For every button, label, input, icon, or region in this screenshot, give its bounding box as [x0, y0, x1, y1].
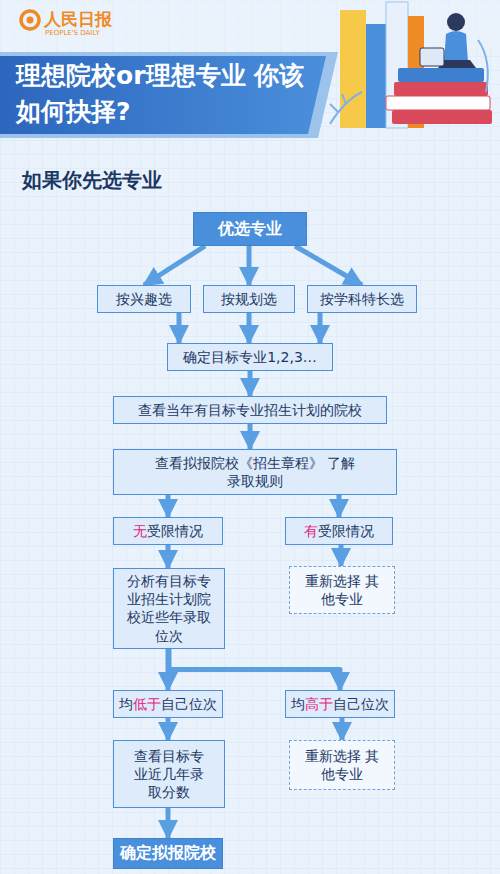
node-text: 有受限情况: [304, 522, 374, 540]
process-box: 有受限情况: [285, 517, 393, 545]
key-step-box: 优选专业: [193, 212, 307, 246]
retry-box: 重新选择 其他专业: [289, 740, 395, 790]
flow-arrow: [177, 313, 182, 343]
process-box: 无受限情况: [113, 517, 223, 545]
node-text: 确定目标专业1,2,3…: [183, 348, 317, 366]
node-text: 重新选择 其他专业: [304, 747, 380, 783]
section-heading: 如果你先选专业: [22, 167, 162, 194]
node-text: 按规划选: [221, 290, 277, 308]
header-illustration: [330, 2, 492, 128]
process-box: 均低于自己位次: [113, 690, 223, 718]
page-title: 理想院校or理想专业 你该如何抉择?: [16, 58, 316, 131]
flow-arrow: [166, 718, 171, 740]
process-box: 按规划选: [203, 285, 295, 313]
process-box: 确定目标专业1,2,3…: [167, 343, 333, 371]
node-text: 分析有目标专业招生计划院校近些年录取位次: [124, 572, 214, 645]
logo-icon: [21, 11, 39, 29]
flow-arrow: [169, 649, 340, 690]
node-text: 确定拟报院校: [120, 843, 216, 864]
flow-arrow: [248, 424, 253, 449]
process-box: 查看目标专业近几年录取分数: [113, 740, 225, 808]
process-box: 分析有目标专业招生计划院校近些年录取位次: [113, 568, 225, 649]
flow-arrow: [337, 495, 342, 517]
flow-arrow: [247, 246, 252, 285]
node-text: 均高于自己位次: [291, 695, 389, 713]
retry-box: 重新选择 其他专业: [289, 566, 395, 614]
flow-arrow: [339, 545, 344, 566]
label-logo-en: PEOPLE'S DAILY: [45, 29, 100, 37]
flow-arrow: [318, 313, 323, 343]
process-box: 按兴趣选: [97, 285, 191, 313]
node-text: 优选专业: [218, 219, 282, 240]
node-text: 重新选择 其他专业: [304, 572, 380, 608]
node-text: 按学科特长选: [320, 290, 404, 308]
flow-arrow: [248, 371, 253, 396]
flow-arrow: [247, 313, 252, 343]
node-text: 均低于自己位次: [119, 695, 217, 713]
flow-arrow: [166, 808, 171, 838]
node-text: 按兴趣选: [116, 290, 172, 308]
node-text: 查看当年有目标专业招生计划的院校: [138, 401, 362, 419]
flow-arrow: [340, 718, 345, 740]
node-text: 查看目标专业近几年录取分数: [128, 747, 210, 802]
process-box: 均高于自己位次: [285, 690, 395, 718]
flow-arrow: [166, 545, 171, 568]
node-text: 无受限情况: [133, 522, 203, 540]
process-box: 查看拟报院校《招生章程》 了解录取规则: [113, 449, 397, 495]
node-text: 查看拟报院校《招生章程》 了解录取规则: [154, 454, 356, 490]
process-box: 查看当年有目标专业招生计划的院校: [113, 396, 387, 424]
flow-arrow: [144, 246, 205, 285]
flow-arrow: [295, 246, 362, 285]
key-step-box: 确定拟报院校: [113, 838, 223, 869]
label-logo: 人民日报: [44, 8, 112, 31]
process-box: 按学科特长选: [307, 285, 417, 313]
flow-arrow: [166, 495, 171, 517]
title-band: [0, 52, 338, 138]
